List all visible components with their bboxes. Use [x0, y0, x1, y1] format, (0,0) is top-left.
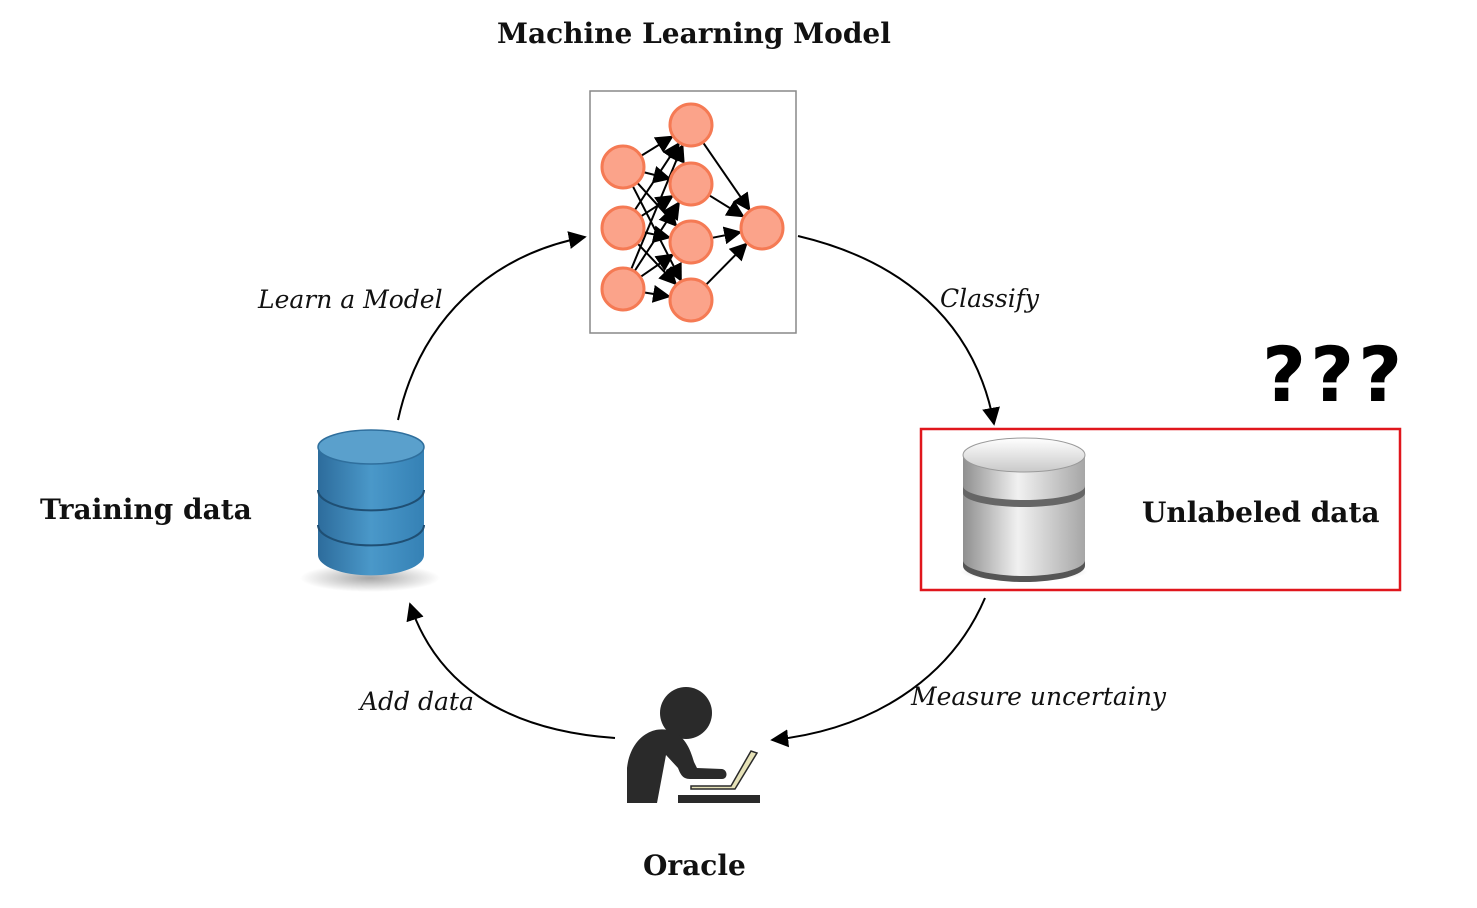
nn-neuron [600, 266, 646, 312]
nn-neuron [668, 219, 714, 265]
model-title: Machine Learning Model [497, 17, 891, 50]
database-blue-icon [300, 429, 440, 592]
unlabeled-highlight-box [919, 427, 1402, 592]
nn-edge [639, 253, 675, 278]
arrow-measure [770, 597, 986, 748]
unlabeled-data-label: Unlabeled data [1142, 496, 1380, 529]
nn-neuron [668, 161, 714, 207]
arrow-learn [397, 231, 587, 421]
nn-edge [643, 225, 672, 244]
nn-edge [705, 242, 748, 286]
nn-edge [708, 194, 745, 218]
add-data-label: Add data [360, 687, 474, 716]
neural-network-icon [589, 90, 797, 334]
nn-edge [643, 166, 672, 184]
oracle-label: Oracle [643, 849, 746, 882]
nn-neuron [600, 205, 646, 251]
nn-edge [711, 226, 743, 245]
nn-edge [630, 143, 685, 270]
person-laptop-icon [627, 687, 760, 803]
database-gray-icon [960, 437, 1088, 582]
question-marks: ??? [1262, 330, 1407, 419]
nn-neuron [600, 144, 646, 190]
classify-label: Classify [940, 284, 1040, 313]
arrow-classify [797, 235, 1000, 426]
training-data-label: Training data [40, 493, 252, 526]
nn-edge [643, 285, 672, 303]
nn-neuron [739, 205, 785, 251]
arrow-add [406, 602, 616, 739]
nn-neuron [668, 277, 714, 323]
nn-edge [633, 200, 681, 272]
learn-model-label: Learn a Model [258, 285, 443, 314]
nn-edge [702, 141, 751, 212]
nn-neuron [668, 102, 714, 148]
measure-uncertainty-label: Measure uncertainy [911, 682, 1167, 711]
nn-edge [640, 135, 674, 157]
